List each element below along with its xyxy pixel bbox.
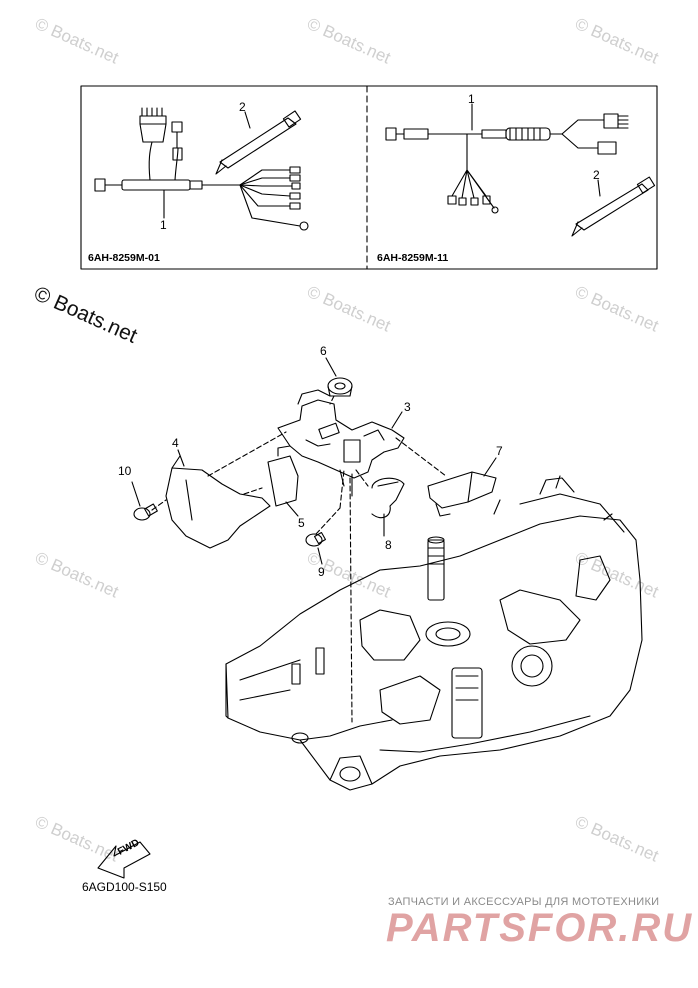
kit-box-frame xyxy=(80,85,658,270)
leader-lines xyxy=(131,357,497,565)
callout-number: 1 xyxy=(468,92,475,106)
leader-line xyxy=(244,111,251,129)
cable-tie-left xyxy=(215,110,302,175)
grommet xyxy=(327,377,353,397)
holder xyxy=(371,477,405,519)
callout-number: 6 xyxy=(320,344,327,358)
wire-harness-left xyxy=(94,107,309,231)
callout-number: 3 xyxy=(404,400,411,414)
callout-number: 1 xyxy=(160,218,167,232)
cover xyxy=(165,455,271,549)
kit-code-left: 6AH-8259M-01 xyxy=(88,252,160,264)
callout-number: 7 xyxy=(496,444,503,458)
callout-number: 2 xyxy=(239,100,246,114)
callout-number: 10 xyxy=(118,464,132,478)
callout-number: 2 xyxy=(593,168,600,182)
bolt-10 xyxy=(133,503,158,521)
bolt-9 xyxy=(305,531,327,547)
cable-tie-right xyxy=(571,176,656,237)
leader-line xyxy=(597,179,601,197)
kit-code-right: 6AH-8259M-11 xyxy=(377,252,449,264)
ru-tagline: ЗАПЧАСТИ И АКСЕССУАРЫ ДЛЯ МОТОТЕХНИКИ xyxy=(388,896,660,908)
bracket-assembly xyxy=(277,389,405,497)
wire-harness-right xyxy=(385,113,629,214)
callout-number: 4 xyxy=(172,436,179,450)
clip xyxy=(267,445,299,507)
callout-number: 5 xyxy=(298,516,305,530)
fwd-arrow-icon xyxy=(97,841,151,879)
assembly-lines xyxy=(151,395,447,723)
figure-code: 6AGD100-S150 xyxy=(82,880,167,894)
callout-number: 8 xyxy=(385,538,392,552)
housing xyxy=(427,471,497,517)
callout-number: 9 xyxy=(318,565,325,579)
ru-brand-logo: PARTSFOR.RU xyxy=(386,906,694,950)
engine-block xyxy=(225,475,643,791)
